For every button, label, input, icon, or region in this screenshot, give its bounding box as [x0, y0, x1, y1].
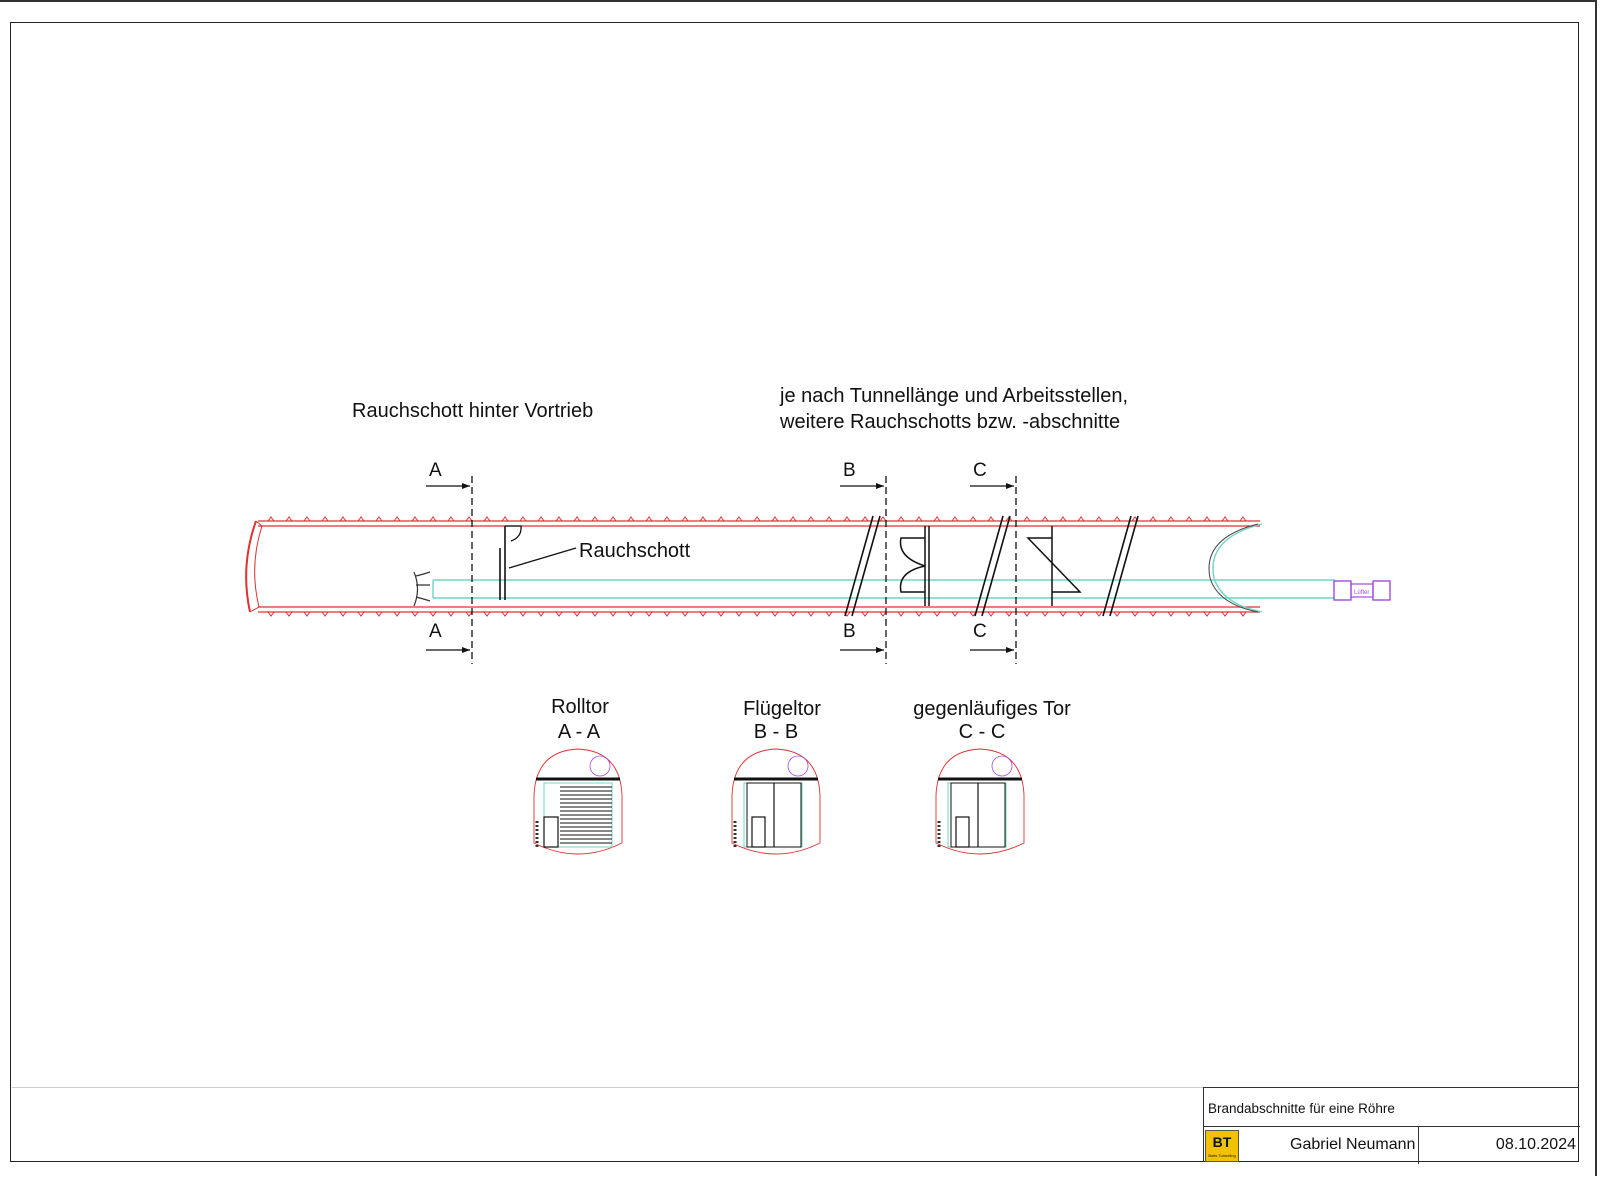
footer-line [12, 1087, 1204, 1088]
gegenlaeufiges-tor-title: gegenläufiges Tor [913, 698, 1071, 720]
rauchschott-symbol: Rauchschott [499, 525, 691, 600]
author-name: Gabriel Neumann [1290, 1136, 1416, 1153]
section-c-letter-bottom: C [973, 621, 987, 642]
tunnel-face-arc [1212, 523, 1263, 613]
gegenlaeufiges-tor-cut-label: C - C [959, 721, 1006, 743]
section-a-letter-top: A [429, 460, 442, 481]
heading-rauchschott-hinter-vortrieb: Rauchschott hinter Vortrieb [352, 400, 593, 422]
section-cut-b: B B [840, 460, 887, 664]
drawing-title: Brandabschnitte für eine Röhre [1208, 1101, 1395, 1116]
tunnel-longitudinal [245, 516, 1260, 617]
heading-tunnel-length-line1: je nach Tunnellänge und Arbeitsstellen, [779, 385, 1128, 407]
tunnel-face-arc-inner [1208, 523, 1259, 613]
rauchschott-label: Rauchschott [579, 540, 691, 562]
fan-icon: Lüfter [1333, 580, 1391, 601]
break-lines [844, 515, 1139, 617]
cross-section-fluegeltor [731, 748, 821, 855]
drawing-frame [10, 22, 1579, 1162]
section-c-letter-top: C [973, 460, 987, 481]
drawing-date: 08.10.2024 [1495, 1136, 1576, 1153]
ventilation-duct [413, 571, 1335, 607]
fan-label: Lüfter [1354, 590, 1369, 596]
fluegeltor-cut-label: B - B [754, 721, 798, 743]
wing-gate-symbol [899, 526, 930, 606]
section-cut-a: A A [426, 460, 473, 664]
section-b-letter-top: B [843, 460, 856, 481]
section-cut-c: C C [970, 460, 1017, 664]
section-titles: Rolltor A - A Flügeltor B - B gegenläufi… [551, 696, 1071, 743]
section-a-letter-bottom: A [429, 621, 442, 642]
cross-section-rolltor [533, 748, 623, 855]
counter-gate-symbol [1026, 526, 1082, 606]
section-b-letter-bottom: B [843, 621, 856, 642]
rolltor-title: Rolltor [551, 696, 609, 718]
title-block-divider [1418, 1127, 1419, 1164]
rolltor-cut-label: A - A [558, 721, 601, 743]
fluegeltor-title: Flügeltor [743, 698, 821, 720]
heading-tunnel-length-line2: weitere Rauchschotts bzw. -abschnitte [779, 411, 1120, 433]
cross-section-gegenlaeufiges-tor [935, 748, 1025, 855]
